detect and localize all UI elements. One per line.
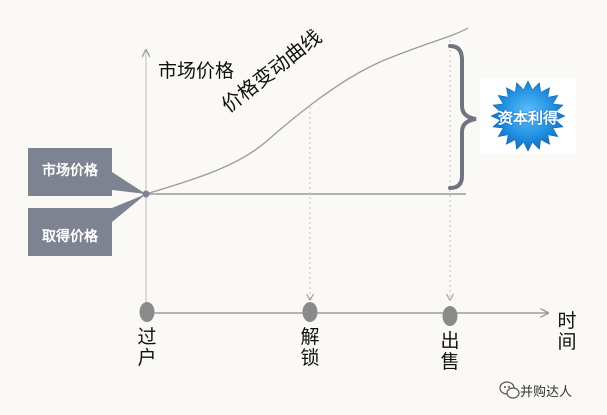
capital-gain-label: 资本利得: [497, 109, 558, 127]
time-axis-label: 时间: [557, 310, 577, 354]
unlock-milestone-dot: [302, 302, 318, 322]
y-axis-label: 市场价格: [158, 60, 235, 82]
price-curve: [145, 27, 469, 195]
watermark-text: 并购达人: [520, 385, 573, 400]
market-price-callout-label: 市场价格: [42, 163, 98, 179]
milestone-transfer-label: 过户: [137, 326, 157, 370]
wechat-icon: [499, 381, 520, 399]
milestone-sale-label: 出售: [440, 330, 460, 374]
sale-milestone-dot: [442, 306, 458, 326]
gain-brace: [448, 44, 477, 190]
transfer-milestone-dot: [139, 302, 155, 322]
capital-gain-starburst: [480, 78, 576, 154]
market-price-callout-shape: [28, 148, 146, 196]
acquisition-price-callout-label: 取得价格: [42, 229, 98, 245]
acquisition-price-callout-shape: [28, 194, 146, 256]
milestone-unlock-label: 解锁: [300, 326, 320, 370]
